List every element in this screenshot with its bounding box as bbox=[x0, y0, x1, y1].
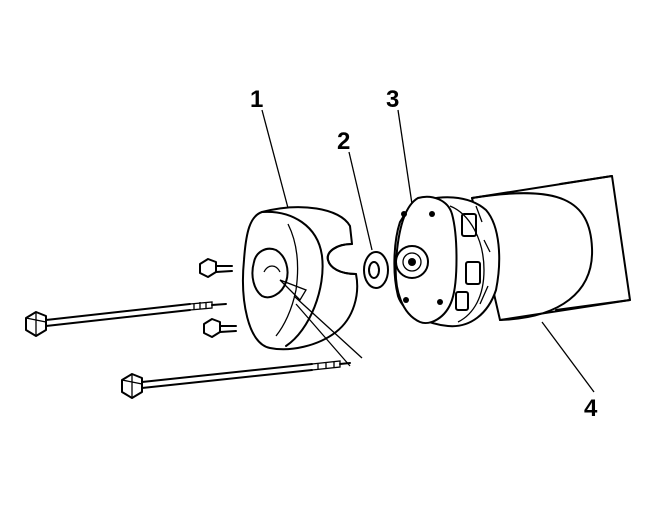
callout-2: 2 bbox=[337, 128, 350, 155]
leader-lines bbox=[261, 109, 595, 393]
callout-1: 1 bbox=[250, 86, 263, 113]
screw-upper bbox=[199, 258, 233, 278]
washer bbox=[363, 251, 389, 289]
through-bolt-lower bbox=[121, 360, 351, 399]
screw-lower bbox=[203, 318, 237, 338]
callout-4: 4 bbox=[584, 395, 598, 422]
motor-housing bbox=[471, 175, 631, 321]
through-bolt-upper bbox=[25, 301, 227, 337]
brush-end-frame bbox=[393, 195, 501, 328]
callout-3: 3 bbox=[386, 86, 399, 113]
drive-end-housing bbox=[242, 206, 359, 351]
